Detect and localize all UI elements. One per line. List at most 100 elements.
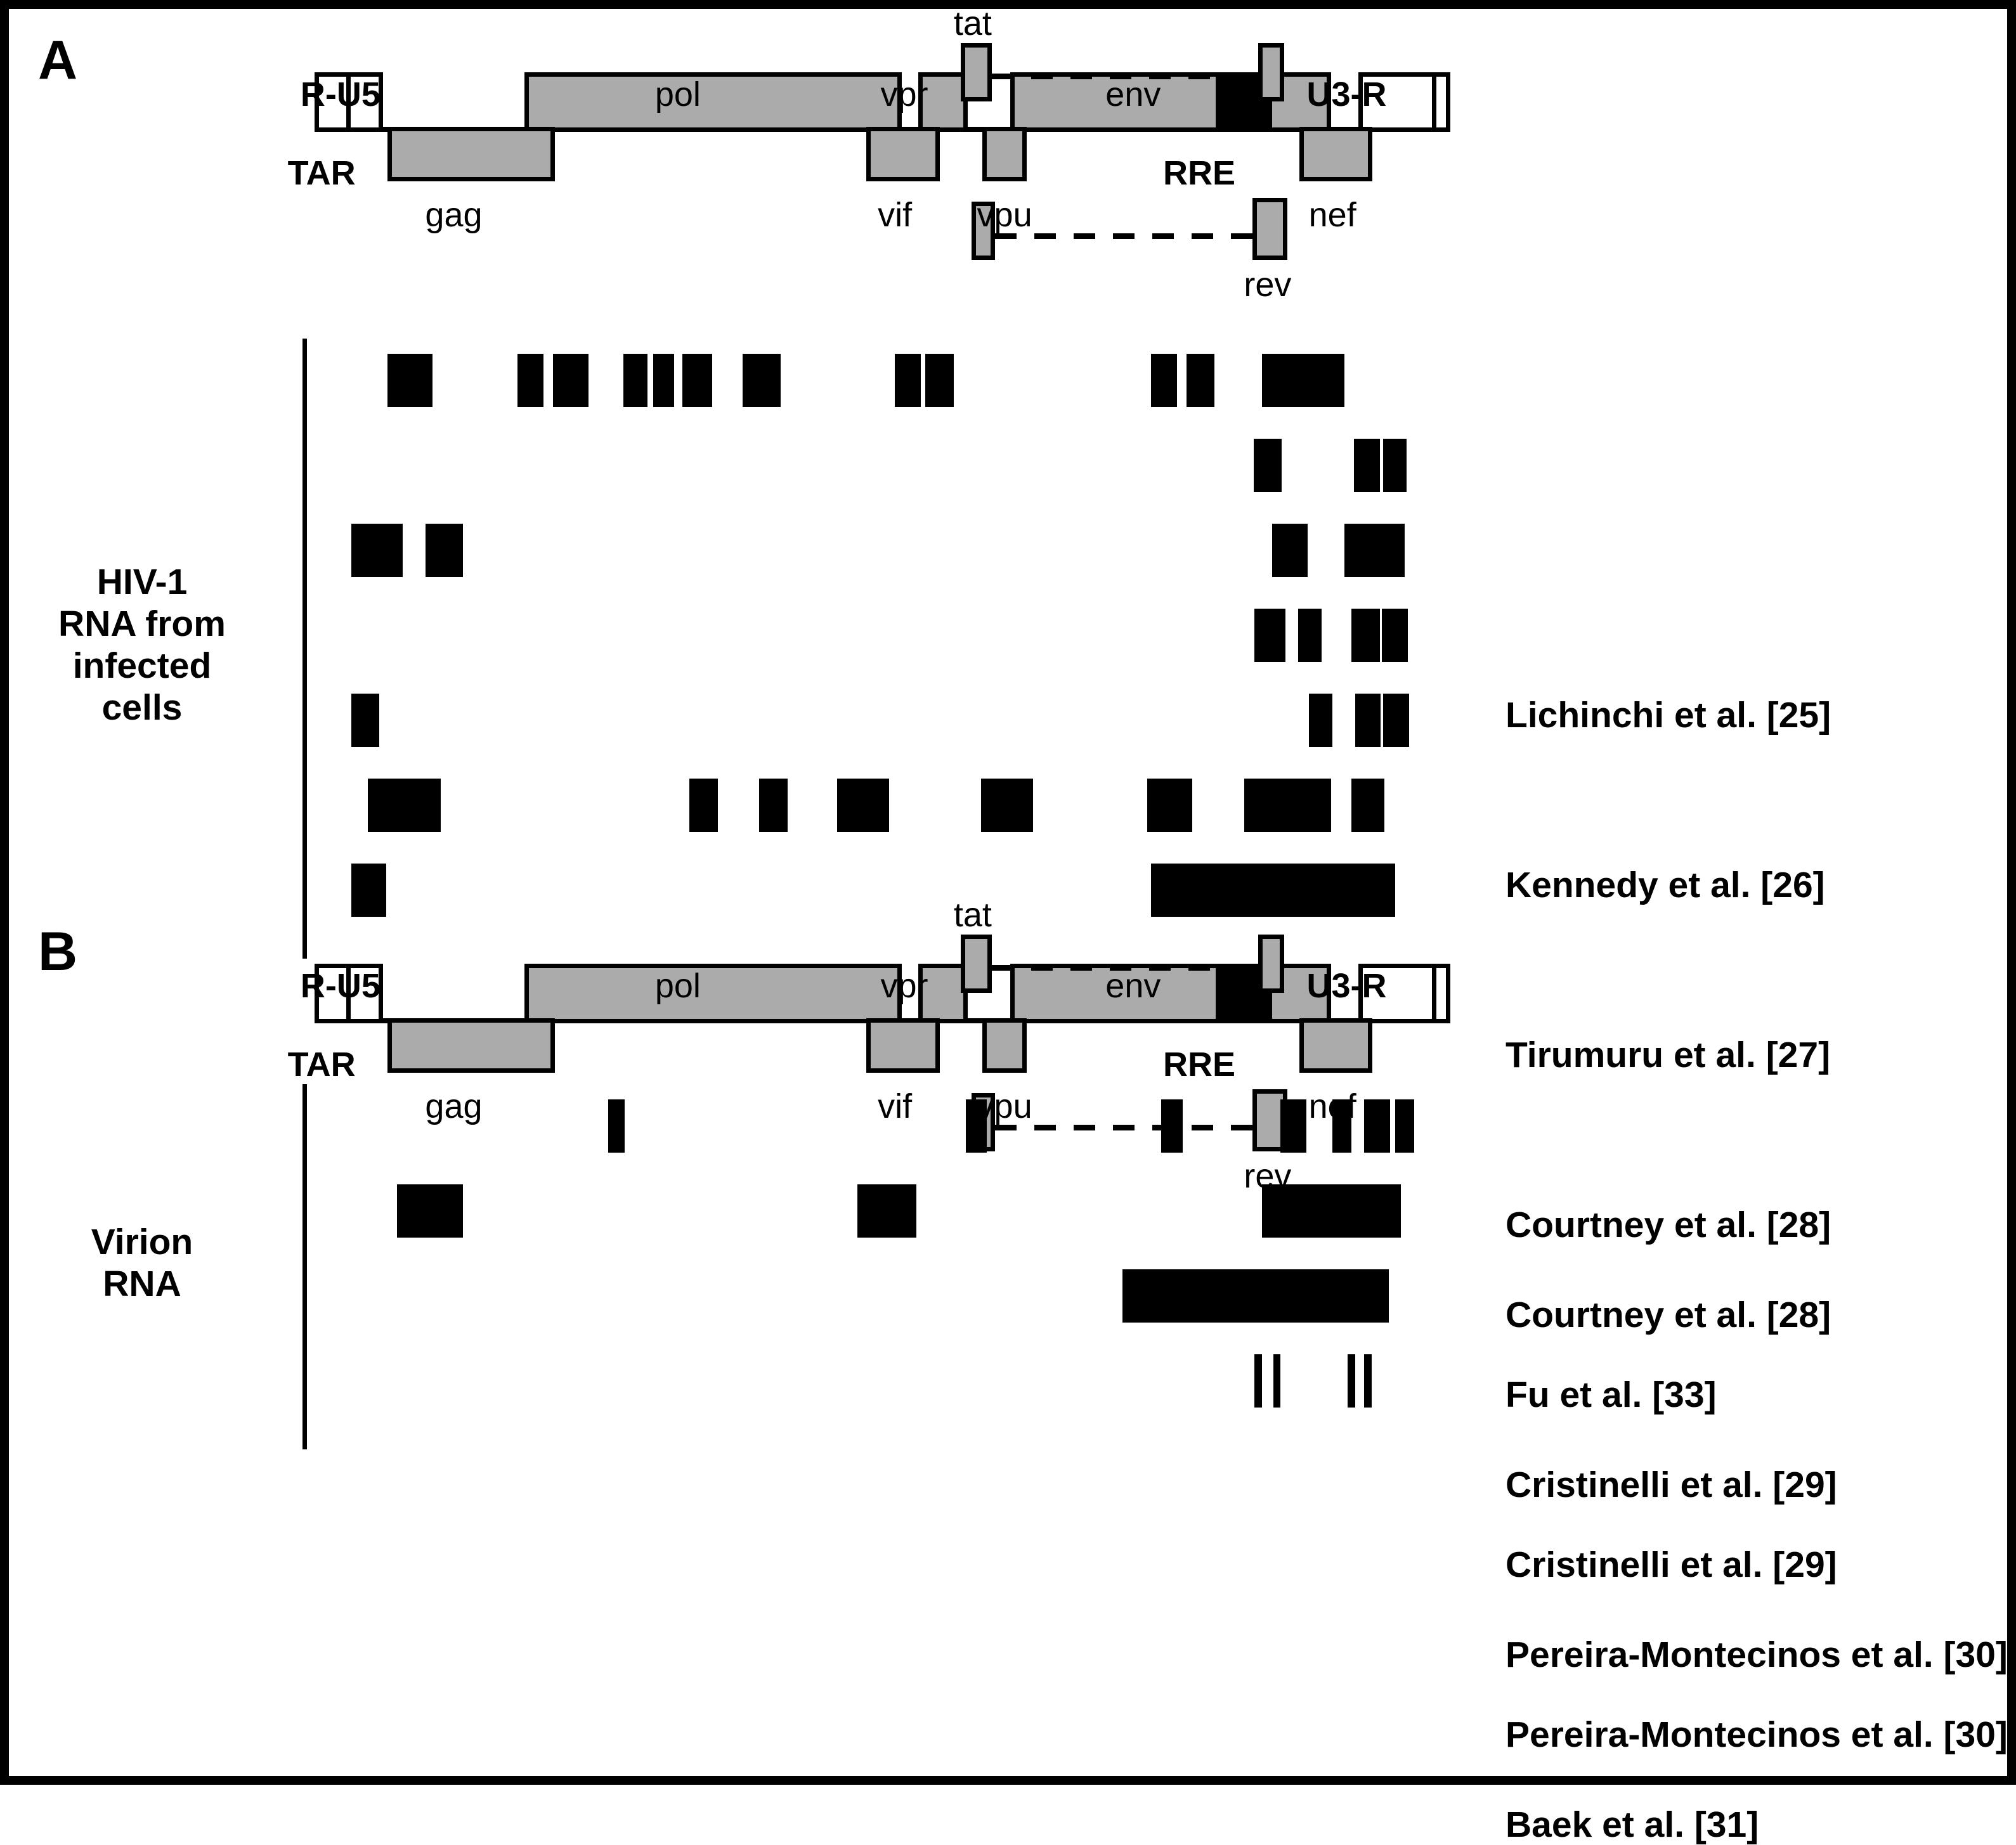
study-label: Courtney et al. [28]: [1505, 1295, 1831, 1335]
m6a-site-marker: [1355, 694, 1381, 747]
study-row: Baek et al. [31]: [9, 1354, 2007, 1843]
study-row: Cristinelli et al. [29]: [9, 1184, 2007, 1503]
hiv1-genome-diagram: R-U5polvprenvU3-RtatTARgagvifvpuRREnefre…: [9, 898, 2007, 1196]
m6a-site-marker: [367, 779, 441, 832]
rna-source-label-line: infected: [72, 645, 212, 687]
genome-label-vpr: vpr: [880, 75, 928, 113]
r-u5-divider: [346, 76, 351, 128]
m6a-site-marker: [836, 779, 889, 832]
genome-label-r-u5: R-U5: [300, 75, 380, 113]
study-label: Pereira-Montecinos et al. [30]: [1505, 1635, 2008, 1675]
m6a-site-marker: [1254, 1354, 1262, 1408]
genome-label-gag: gag: [425, 196, 483, 234]
m6a-site-marker: [1150, 354, 1177, 407]
vif-box: [866, 127, 940, 181]
genome-label-rev: rev: [1244, 266, 1292, 304]
panel-letter-a: A: [38, 30, 78, 91]
genome-label-tat: tat: [953, 4, 992, 42]
rev-ex1-box: [972, 202, 996, 260]
u3-r-divider: [1432, 76, 1437, 128]
tat-splice-dashed-line: [991, 965, 1258, 971]
tat-ex1-box: [961, 43, 992, 101]
tat-ex1-box: [961, 935, 992, 993]
m6a-site-marker: [895, 354, 921, 407]
study-row: Fu et al. [33]: [9, 694, 2007, 1413]
m6a-site-marker: [1280, 1099, 1307, 1153]
m6a-site-marker: [1161, 1099, 1183, 1153]
genome-label-r-u5: R-U5: [300, 967, 380, 1005]
study-row: Courtney et al. [28]: [9, 1099, 2007, 1333]
rev-splice-dashed-line: [995, 1125, 1252, 1130]
pol-box: [524, 72, 902, 132]
rna-source-label-line: Virion: [91, 1222, 193, 1262]
m6a-site-marker: [1261, 1184, 1401, 1238]
study-axis-line: [302, 1084, 308, 1449]
r-u5-divider: [346, 968, 351, 1020]
genome-label-pol: pol: [654, 967, 701, 1005]
m6a-site-marker: [608, 1099, 625, 1153]
study-axis-line: [302, 339, 308, 959]
m6a-site-marker: [351, 864, 387, 917]
m6a-site-marker: [1332, 1099, 1351, 1153]
study-row: Kennedy et al. [26]: [9, 439, 2007, 903]
m6a-site-marker: [925, 354, 954, 407]
m6a-site-marker: [1272, 524, 1308, 577]
genome-label-vpr: vpr: [880, 967, 928, 1005]
study-row: Pereira-Montecinos et al. [30]: [9, 1269, 2008, 1673]
study-row: Courtney et al. [28]: [9, 609, 2007, 1243]
nef-box: [1299, 1018, 1373, 1073]
genome-label-tar: TAR: [287, 154, 356, 192]
vif-box: [866, 1018, 940, 1073]
study-label: Lichinchi et al. [25]: [1505, 695, 1831, 735]
m6a-site-marker: [397, 1184, 464, 1238]
m6a-site-marker: [351, 524, 403, 577]
m6a-site-marker: [1383, 694, 1410, 747]
study-label: Kennedy et al. [26]: [1505, 865, 1825, 905]
study-label: Fu et al. [33]: [1505, 1375, 1717, 1415]
tat-ex2-box: [1258, 935, 1284, 993]
tat-splice-dashed-line: [991, 74, 1258, 79]
genome-label-vpu: vpu: [977, 196, 1032, 234]
gag-box: [387, 1018, 556, 1073]
m6a-site-marker: [1383, 439, 1407, 492]
m6a-site-marker: [1395, 1099, 1414, 1153]
m6a-site-marker: [682, 354, 712, 407]
m6a-site-marker: [1348, 1354, 1355, 1408]
study-row: Cristinelli et al. [29]: [9, 779, 2007, 1583]
panel-letter-b: B: [38, 921, 78, 982]
genome-label-env: env: [1105, 967, 1161, 1005]
m6a-site-marker: [552, 354, 589, 407]
m6a-site-marker: [1147, 779, 1192, 832]
genome-label-rre: RRE: [1162, 154, 1236, 192]
study-label: Pereira-Montecinos et al. [30]: [1505, 1714, 2008, 1755]
m6a-site-marker: [623, 354, 647, 407]
u3-r-divider: [1432, 968, 1437, 1020]
m6a-site-marker: [351, 694, 380, 747]
vpr-box: [918, 72, 968, 132]
genome-label-u3-r: U3-R: [1306, 75, 1387, 113]
m6a-site-marker: [387, 354, 432, 407]
study-row: Tirumuru et al. [27]: [9, 524, 2007, 1073]
panel-b: BR-U5polvprenvU3-RtatTARgagvifvpuRREnefr…: [9, 898, 2008, 1843]
vpr-box: [918, 964, 968, 1023]
study-row: Lichinchi et al. [25]: [9, 354, 2007, 734]
vpu-box: [982, 1018, 1027, 1073]
study-label: Courtney et al. [28]: [1505, 1205, 1831, 1245]
m6a-site-marker: [425, 524, 464, 577]
m6a-site-marker: [1244, 779, 1332, 832]
m6a-site-marker: [1150, 864, 1395, 917]
m6a-site-marker: [517, 354, 543, 407]
m6a-site-marker: [1364, 1099, 1391, 1153]
genome-label-nef: nef: [1308, 196, 1356, 234]
gag-box: [387, 127, 556, 181]
study-row: Pereira-Montecinos et al. [30]: [9, 864, 2008, 1753]
m6a-site-marker: [1364, 1354, 1372, 1408]
rna-source-label-line: HIV-1: [96, 562, 188, 602]
m6a-site-marker: [1374, 524, 1405, 577]
m6a-site-marker: [1294, 354, 1326, 407]
m6a-site-marker: [1298, 609, 1322, 662]
